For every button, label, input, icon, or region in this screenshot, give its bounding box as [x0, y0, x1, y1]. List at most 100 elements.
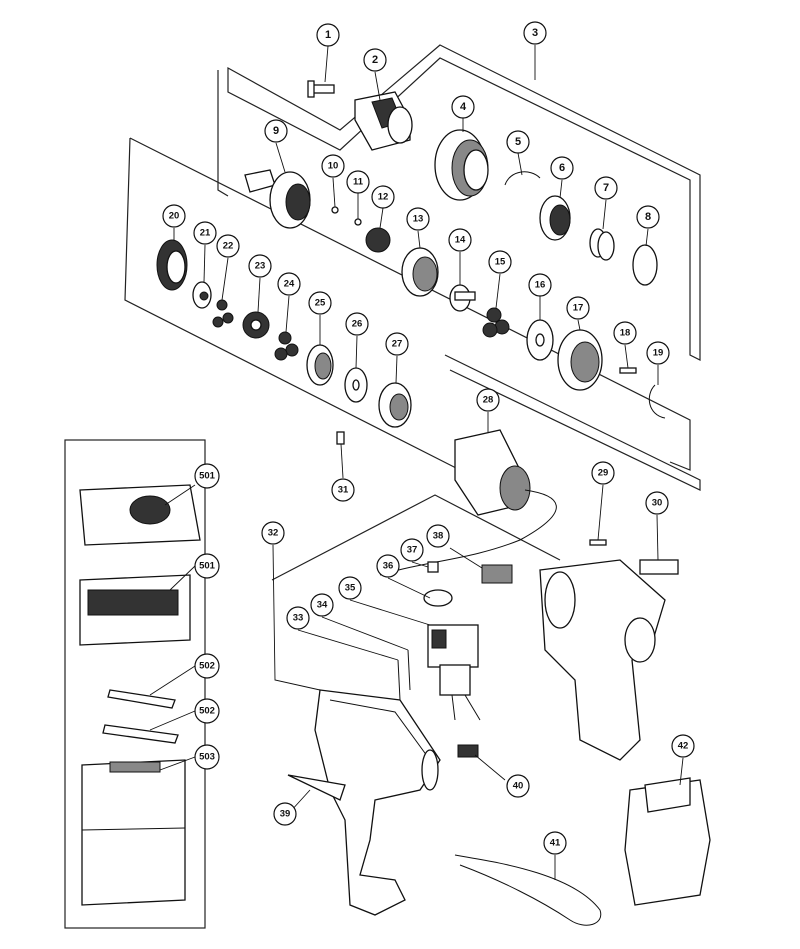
callout-6: 6: [550, 156, 574, 180]
callout-39: 39: [273, 802, 297, 826]
callout-31: 31: [331, 478, 355, 502]
part-37-cap: [427, 561, 439, 573]
part-6-nut: [539, 195, 571, 241]
part-35-switch: [427, 624, 481, 721]
svg-text:501: 501: [199, 471, 216, 482]
callout-501-b: 501: [194, 553, 220, 579]
callout-42: 42: [671, 734, 695, 758]
svg-text:25: 25: [315, 298, 326, 309]
callout-23: 23: [248, 254, 272, 278]
part-7-washers: [589, 228, 615, 261]
part-14-carrier: [449, 284, 476, 312]
svg-text:502: 502: [199, 706, 215, 717]
svg-text:17: 17: [573, 303, 584, 314]
svg-text:23: 23: [255, 261, 266, 272]
callout-34: 34: [310, 593, 334, 617]
callout-12: 12: [371, 185, 395, 209]
svg-text:11: 11: [353, 177, 364, 188]
part-36-trigger: [423, 589, 453, 607]
callout-35: 35: [338, 576, 362, 600]
svg-text:15: 15: [495, 257, 506, 268]
callout-15: 15: [488, 250, 512, 274]
callout-11: 11: [346, 170, 370, 194]
svg-text:19: 19: [653, 348, 664, 359]
part-4-ring: [434, 129, 489, 201]
callout-5: 5: [506, 130, 530, 154]
callout-36: 36: [376, 554, 400, 578]
callout-26: 26: [345, 312, 369, 336]
callout-3: 3: [523, 21, 547, 45]
part-502-bit-a: [107, 689, 176, 709]
group-outline-3: [227, 44, 701, 361]
svg-text:503: 503: [199, 752, 215, 763]
part-19-clip: [648, 384, 666, 419]
part-15-gears: [482, 307, 510, 338]
part-20-ring-gear: [156, 239, 188, 291]
group-outline-motor: [444, 354, 701, 491]
part-21-carrier: [192, 281, 212, 309]
svg-text:26: 26: [352, 319, 363, 330]
accessory-box: [64, 439, 206, 929]
svg-text:5: 5: [515, 136, 521, 148]
part-16-washer: [526, 319, 554, 361]
svg-text:22: 22: [223, 241, 234, 252]
callout-21: 21: [193, 221, 217, 245]
svg-text:1: 1: [325, 29, 331, 41]
leader-lines: [149, 45, 684, 880]
callout-7: 7: [594, 176, 618, 200]
callout-25: 25: [308, 291, 332, 315]
part-25-ring: [306, 344, 334, 386]
group-outline-housing: [271, 494, 561, 581]
callouts: 1 2 3 4 5 6 7 8 9 10 11 12 13 14 15 16 1…: [162, 21, 695, 855]
part-27-plate: [378, 382, 412, 428]
svg-text:502: 502: [199, 661, 215, 672]
part-5-clip: [504, 171, 541, 186]
svg-text:36: 36: [383, 561, 394, 572]
callout-37: 37: [400, 538, 424, 562]
svg-text:30: 30: [652, 498, 663, 509]
callout-38: 38: [426, 524, 450, 548]
svg-text:42: 42: [678, 741, 689, 752]
svg-text:8: 8: [645, 211, 651, 223]
callout-24: 24: [277, 272, 301, 296]
part-42-battery: [624, 777, 711, 906]
svg-text:41: 41: [550, 838, 561, 849]
callout-29: 29: [591, 461, 615, 485]
part-502-bit-b: [102, 724, 179, 744]
svg-text:29: 29: [598, 468, 609, 479]
callout-502-b: 502: [194, 698, 220, 724]
part-40-clip: [457, 744, 479, 758]
callout-4: 4: [451, 95, 475, 119]
callout-32: 32: [261, 521, 285, 545]
part-12-gear: [365, 227, 391, 253]
part-501-charger-a: [79, 484, 201, 546]
callout-503: 503: [194, 744, 220, 770]
svg-text:20: 20: [169, 211, 180, 222]
part-10-ball: [331, 206, 339, 214]
callout-502-a: 502: [194, 653, 220, 679]
part-22-gears: [212, 299, 234, 328]
parts: [79, 80, 711, 926]
callout-18: 18: [613, 321, 637, 345]
callout-20: 20: [162, 204, 186, 228]
part-501-charger-b: [79, 574, 191, 646]
part-33-pin: [397, 659, 401, 701]
callout-30: 30: [645, 491, 669, 515]
part-8-plate: [632, 244, 658, 286]
group-outline-9: [217, 70, 229, 197]
group-outline-gear-box-left: [124, 137, 461, 471]
callout-501-a: 501: [194, 463, 220, 489]
svg-text:7: 7: [603, 182, 609, 194]
svg-text:39: 39: [280, 809, 291, 820]
svg-text:31: 31: [338, 485, 349, 496]
part-30-label: [639, 559, 679, 575]
callout-9: 9: [264, 119, 288, 143]
callout-16: 16: [528, 273, 552, 297]
callout-33: 33: [286, 606, 310, 630]
svg-text:18: 18: [620, 328, 631, 339]
svg-text:33: 33: [293, 613, 304, 624]
svg-text:27: 27: [392, 339, 403, 350]
svg-text:10: 10: [328, 161, 339, 172]
